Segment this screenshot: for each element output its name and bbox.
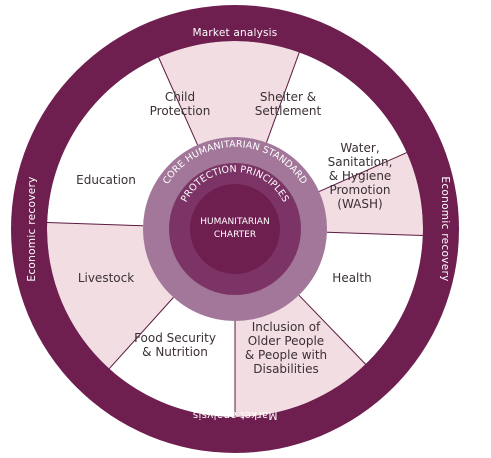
segment-label: & Nutrition [142,345,208,359]
segment-divider [108,297,174,370]
humanitarian-charter-center [190,184,280,274]
center-label-line-1: HUMANITARIAN [200,217,269,227]
segment-label: Settlement [255,104,322,118]
segment-label: Sanitation, [328,155,393,169]
segment-divider [158,57,199,146]
segment-label: Shelter & [260,90,316,104]
segment-label: Health [332,271,371,285]
segment-divider [47,221,144,227]
segment-divider [326,231,423,237]
segment-label: Promotion [329,183,390,197]
segment-label: Food Security [134,331,216,345]
segment-label: & Hygiene [329,169,392,183]
segment-divider [318,152,407,193]
segment-label: Older People [248,334,324,348]
outer-ring-right-label: Economic recovery [439,176,451,281]
segment-0 [158,41,300,229]
divider-layer [47,52,423,417]
segment-divider [298,294,366,365]
segment-label: Education [76,173,136,187]
outer-ring-top-label: Market analysis [193,27,278,39]
segment-divider [266,52,300,143]
segment-label: Inclusion of [252,320,321,334]
segment-label: Disabilities [253,362,318,376]
segment-label: & People with [245,348,327,362]
outer-ring-left-label: Economic recovery [26,176,38,281]
center-label-line-2: CHARTER [214,230,256,240]
segment-label: Child [165,90,195,104]
outer-ring-bottom-label: Market analysis [193,409,278,421]
segment-label: Water, [340,141,379,155]
segment-label: Protection [150,104,211,118]
segment-label: Livestock [78,271,134,285]
segment-label: (WASH) [337,197,382,211]
